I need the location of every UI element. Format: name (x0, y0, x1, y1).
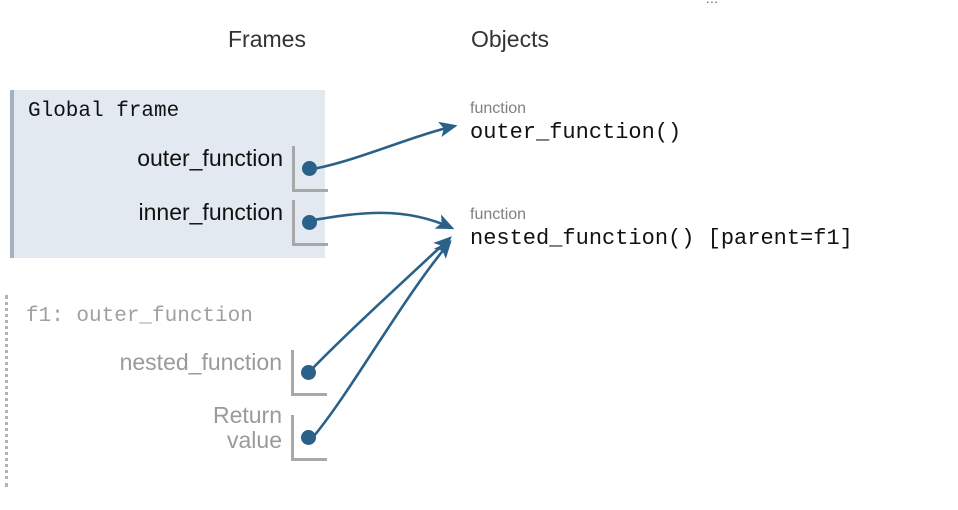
frame-title-global: Global frame (28, 100, 180, 123)
value-slot-return-value (291, 415, 327, 461)
variable-row-outer-function: outer_function (14, 146, 329, 192)
variable-name-inner-function: inner_function (138, 199, 284, 225)
pointer-dot-outer-function[interactable] (302, 161, 317, 176)
value-slot-nested-function (291, 350, 327, 396)
object-name-outer-function: outer_function() (470, 120, 682, 145)
pointer-dot-nested-function[interactable] (301, 365, 316, 380)
frame-title-f1: f1: outer_function (26, 305, 253, 328)
variable-name-nested-function: nested_function (119, 349, 282, 375)
object-type-label-outer-function: function (470, 100, 527, 117)
object-outer-function: function outer_function() (470, 100, 681, 147)
pointer-dot-inner-function[interactable] (302, 215, 317, 230)
top-cropped-label: ... (706, 0, 718, 6)
arrow-inner-function (307, 211, 455, 230)
pointer-dot-return-value[interactable] (301, 430, 316, 445)
frame-global: Global frame outer_function inner_functi… (10, 90, 328, 258)
value-slot-outer-function (292, 146, 328, 192)
value-slot-inner-function (292, 200, 328, 246)
variable-name-outer-function: outer_function (137, 145, 283, 171)
variable-row-return-value: Return value (8, 403, 328, 461)
arrow-return-value (312, 240, 452, 437)
variable-row-nested-function: nested_function (8, 350, 328, 396)
object-nested-function: function nested_function() [parent=f1] (470, 206, 853, 253)
object-type-label-nested-function: function (470, 206, 527, 223)
arrow-f1-nested-function (310, 236, 452, 371)
variable-name-return-value: Return value (212, 402, 282, 453)
object-name-nested-function: nested_function() [parent=f1] (470, 226, 853, 251)
column-header-objects: Objects (471, 26, 549, 52)
variable-row-inner-function: inner_function (14, 200, 329, 246)
frame-f1: f1: outer_function nested_function Retur… (5, 295, 328, 487)
column-header-frames: Frames (228, 26, 306, 52)
